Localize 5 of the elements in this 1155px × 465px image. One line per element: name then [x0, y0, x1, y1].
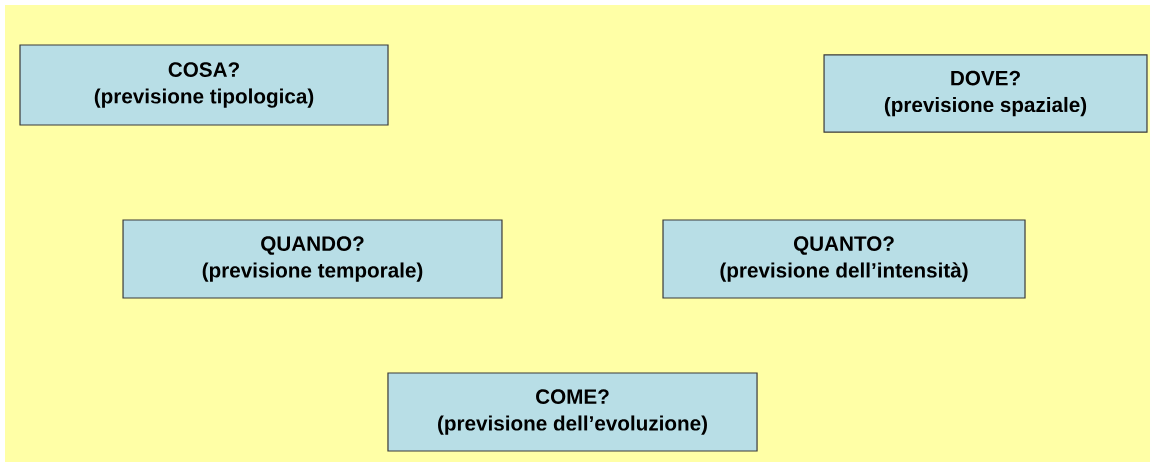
- question-box: DOVE? (previsione spaziale): [823, 54, 1148, 133]
- question-box: QUANDO? (previsione temporale): [122, 219, 503, 299]
- question-box: COME? (previsione dell’evoluzione): [387, 372, 758, 452]
- question-box: COSA? (previsione tipologica): [19, 44, 389, 126]
- question-box: QUANTO? (previsione dell’intensità): [662, 219, 1026, 299]
